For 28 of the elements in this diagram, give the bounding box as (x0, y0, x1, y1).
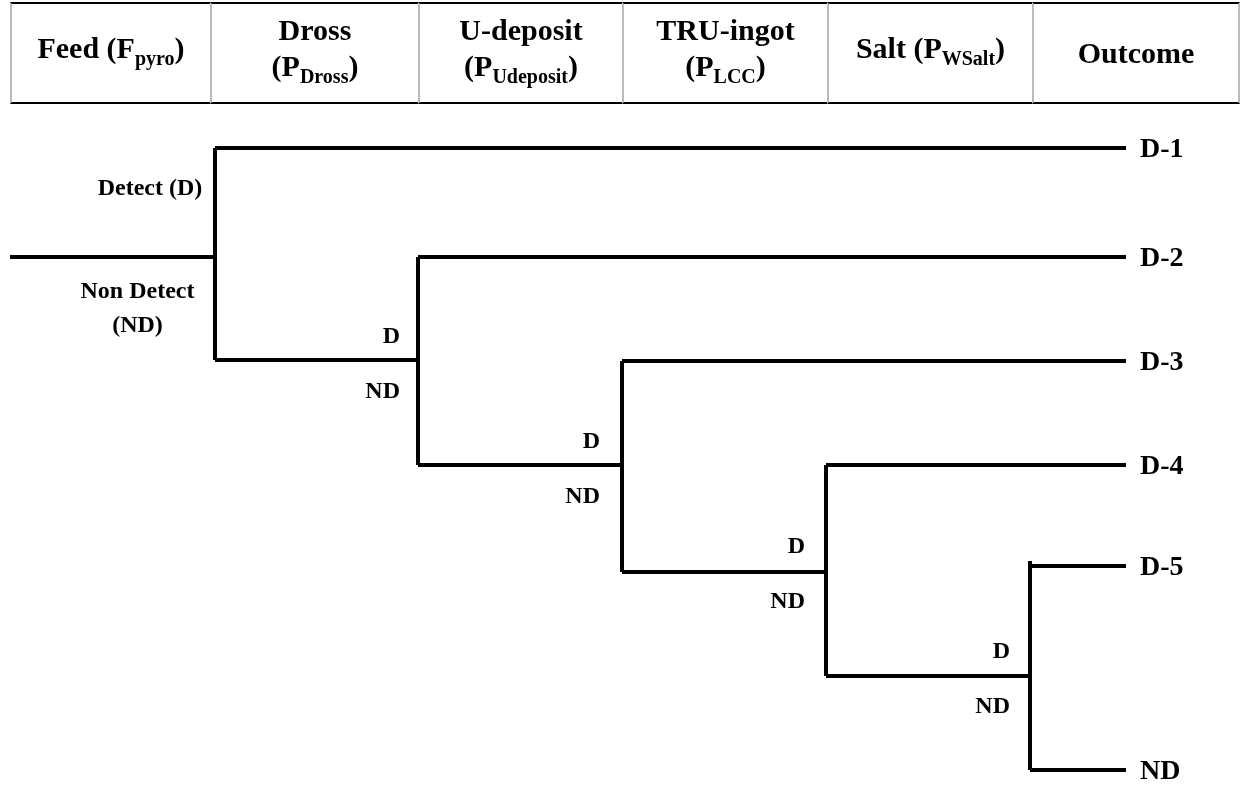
branch-label: Detect (D) (96, 173, 204, 202)
header-text: U-deposit (P$_{Udeposit}$) (458, 12, 584, 90)
outcome-label: D-4 (1140, 447, 1184, 483)
branch-label: ND (364, 376, 400, 405)
outcome-label: D-5 (1140, 548, 1184, 584)
branch-line (826, 463, 1126, 467)
branch-label: ND (564, 481, 600, 510)
branch-label: D (991, 636, 1010, 665)
branch-label: D (786, 531, 805, 560)
header-text: Feed (F$_{pyro}$) (36, 30, 186, 72)
branch-line (418, 255, 1126, 259)
branch-label: D (581, 426, 600, 455)
outcome-label: D-3 (1140, 343, 1184, 379)
branch-label: Non Detect (ND) (79, 276, 196, 339)
outcome-label: D-2 (1140, 239, 1184, 275)
outcome-label: D-1 (1140, 130, 1184, 166)
branch-label: ND (769, 586, 805, 615)
branch-line (1030, 768, 1126, 772)
branch-line (215, 146, 1126, 150)
header-text: Salt (P$_{WSalt}$) (855, 30, 1006, 71)
branch-label: D (381, 321, 400, 350)
branch-line (622, 359, 1126, 363)
header-text: TRU-ingot (P$_{LCC}$) (655, 12, 796, 89)
header-text: Dross (P$_{Dross}$) (270, 12, 360, 89)
outcome-label: ND (1140, 752, 1181, 786)
branch-line (1030, 564, 1126, 568)
header-text: Outcome (1076, 35, 1196, 71)
branch-label: ND (974, 691, 1010, 720)
